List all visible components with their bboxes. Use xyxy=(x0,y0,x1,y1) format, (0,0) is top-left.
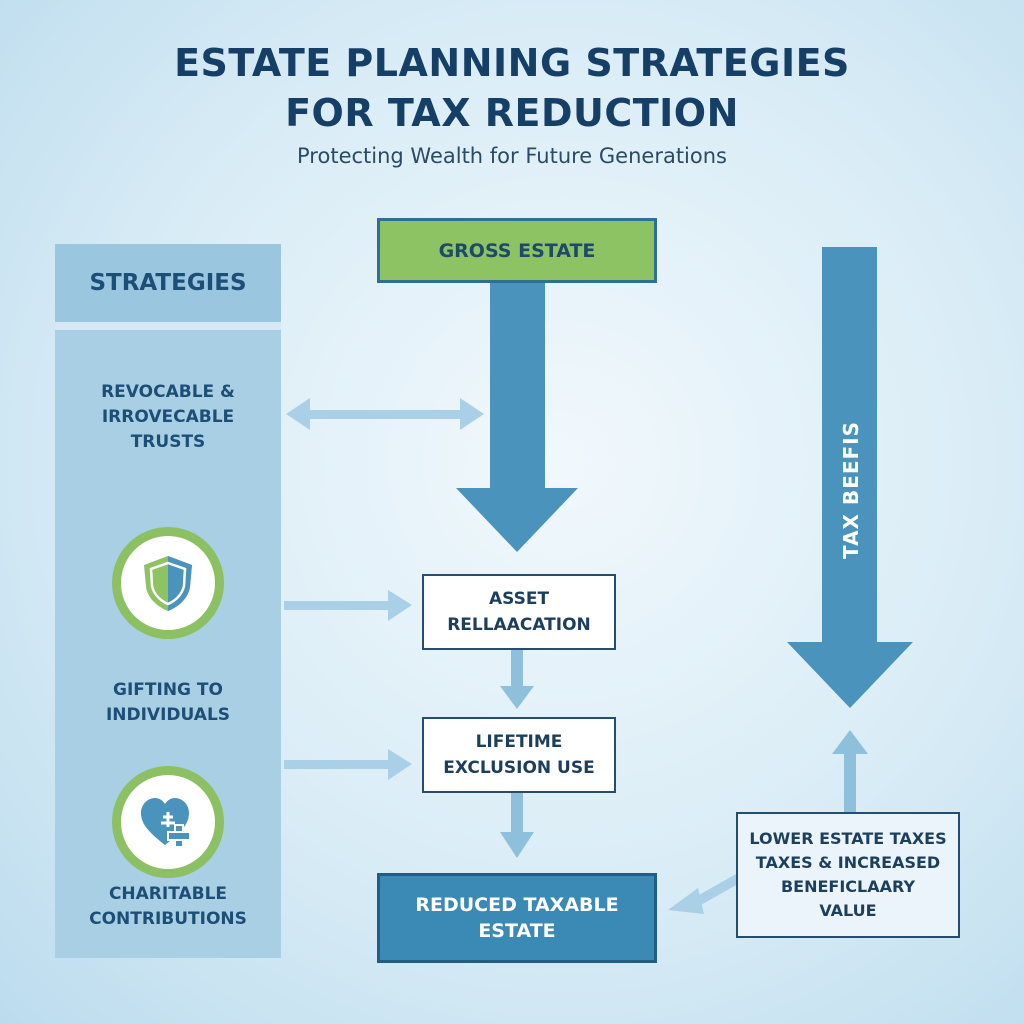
reduced-taxable-estate-box: REDUCED TAXABLE ESTATE xyxy=(377,873,657,963)
benefits-left-arrow xyxy=(668,874,738,914)
heart-plus-glyph xyxy=(141,798,191,848)
strategy-gifting-label: GIFTING TO INDIVIDUALS xyxy=(105,680,231,725)
gross-estate-box: GROSS ESTATE xyxy=(377,218,657,283)
strategy-trusts-label: REVOCABLE & IRROVECABLE TRUSTS xyxy=(101,382,235,452)
page-subtitle: Protecting Wealth for Future Generations xyxy=(297,144,727,168)
gifting-right-arrow xyxy=(284,590,412,621)
strategy-charitable-label: CHARITABLE CONTRIBUTIONS xyxy=(89,884,247,929)
shield-glyph xyxy=(144,556,192,611)
lifetime-exclusion-box: LIFETIME EXCLUSION USE xyxy=(422,717,616,793)
title-line-1: ESTATE PLANNING STRATEGIES xyxy=(174,41,850,85)
main-down-arrow xyxy=(456,283,578,552)
lower-estate-taxes-box: LOWER ESTATE TAXES TAXES & INCREASED BEN… xyxy=(736,812,960,938)
asset-down-arrow xyxy=(500,650,534,709)
asset-relocation-box: ASSET RELLAACATION xyxy=(422,574,616,650)
lifetime-down-arrow xyxy=(500,793,534,858)
page-title: ESTATE PLANNING STRATEGIES FOR TAX REDUC… xyxy=(0,38,1024,138)
tax-benefits-label: TAX BEEFIS xyxy=(839,420,863,560)
strategies-heading: STRATEGIES xyxy=(55,244,281,322)
trusts-double-arrow xyxy=(286,398,484,430)
shield-icon xyxy=(112,527,224,639)
benefits-up-arrow xyxy=(832,730,868,812)
title-line-2: FOR TAX REDUCTION xyxy=(285,91,739,135)
tax-benefits-arrow xyxy=(787,247,913,708)
charitable-right-arrow xyxy=(284,749,412,780)
heart-plus-icon xyxy=(112,766,224,878)
strategies-divider xyxy=(55,322,281,330)
